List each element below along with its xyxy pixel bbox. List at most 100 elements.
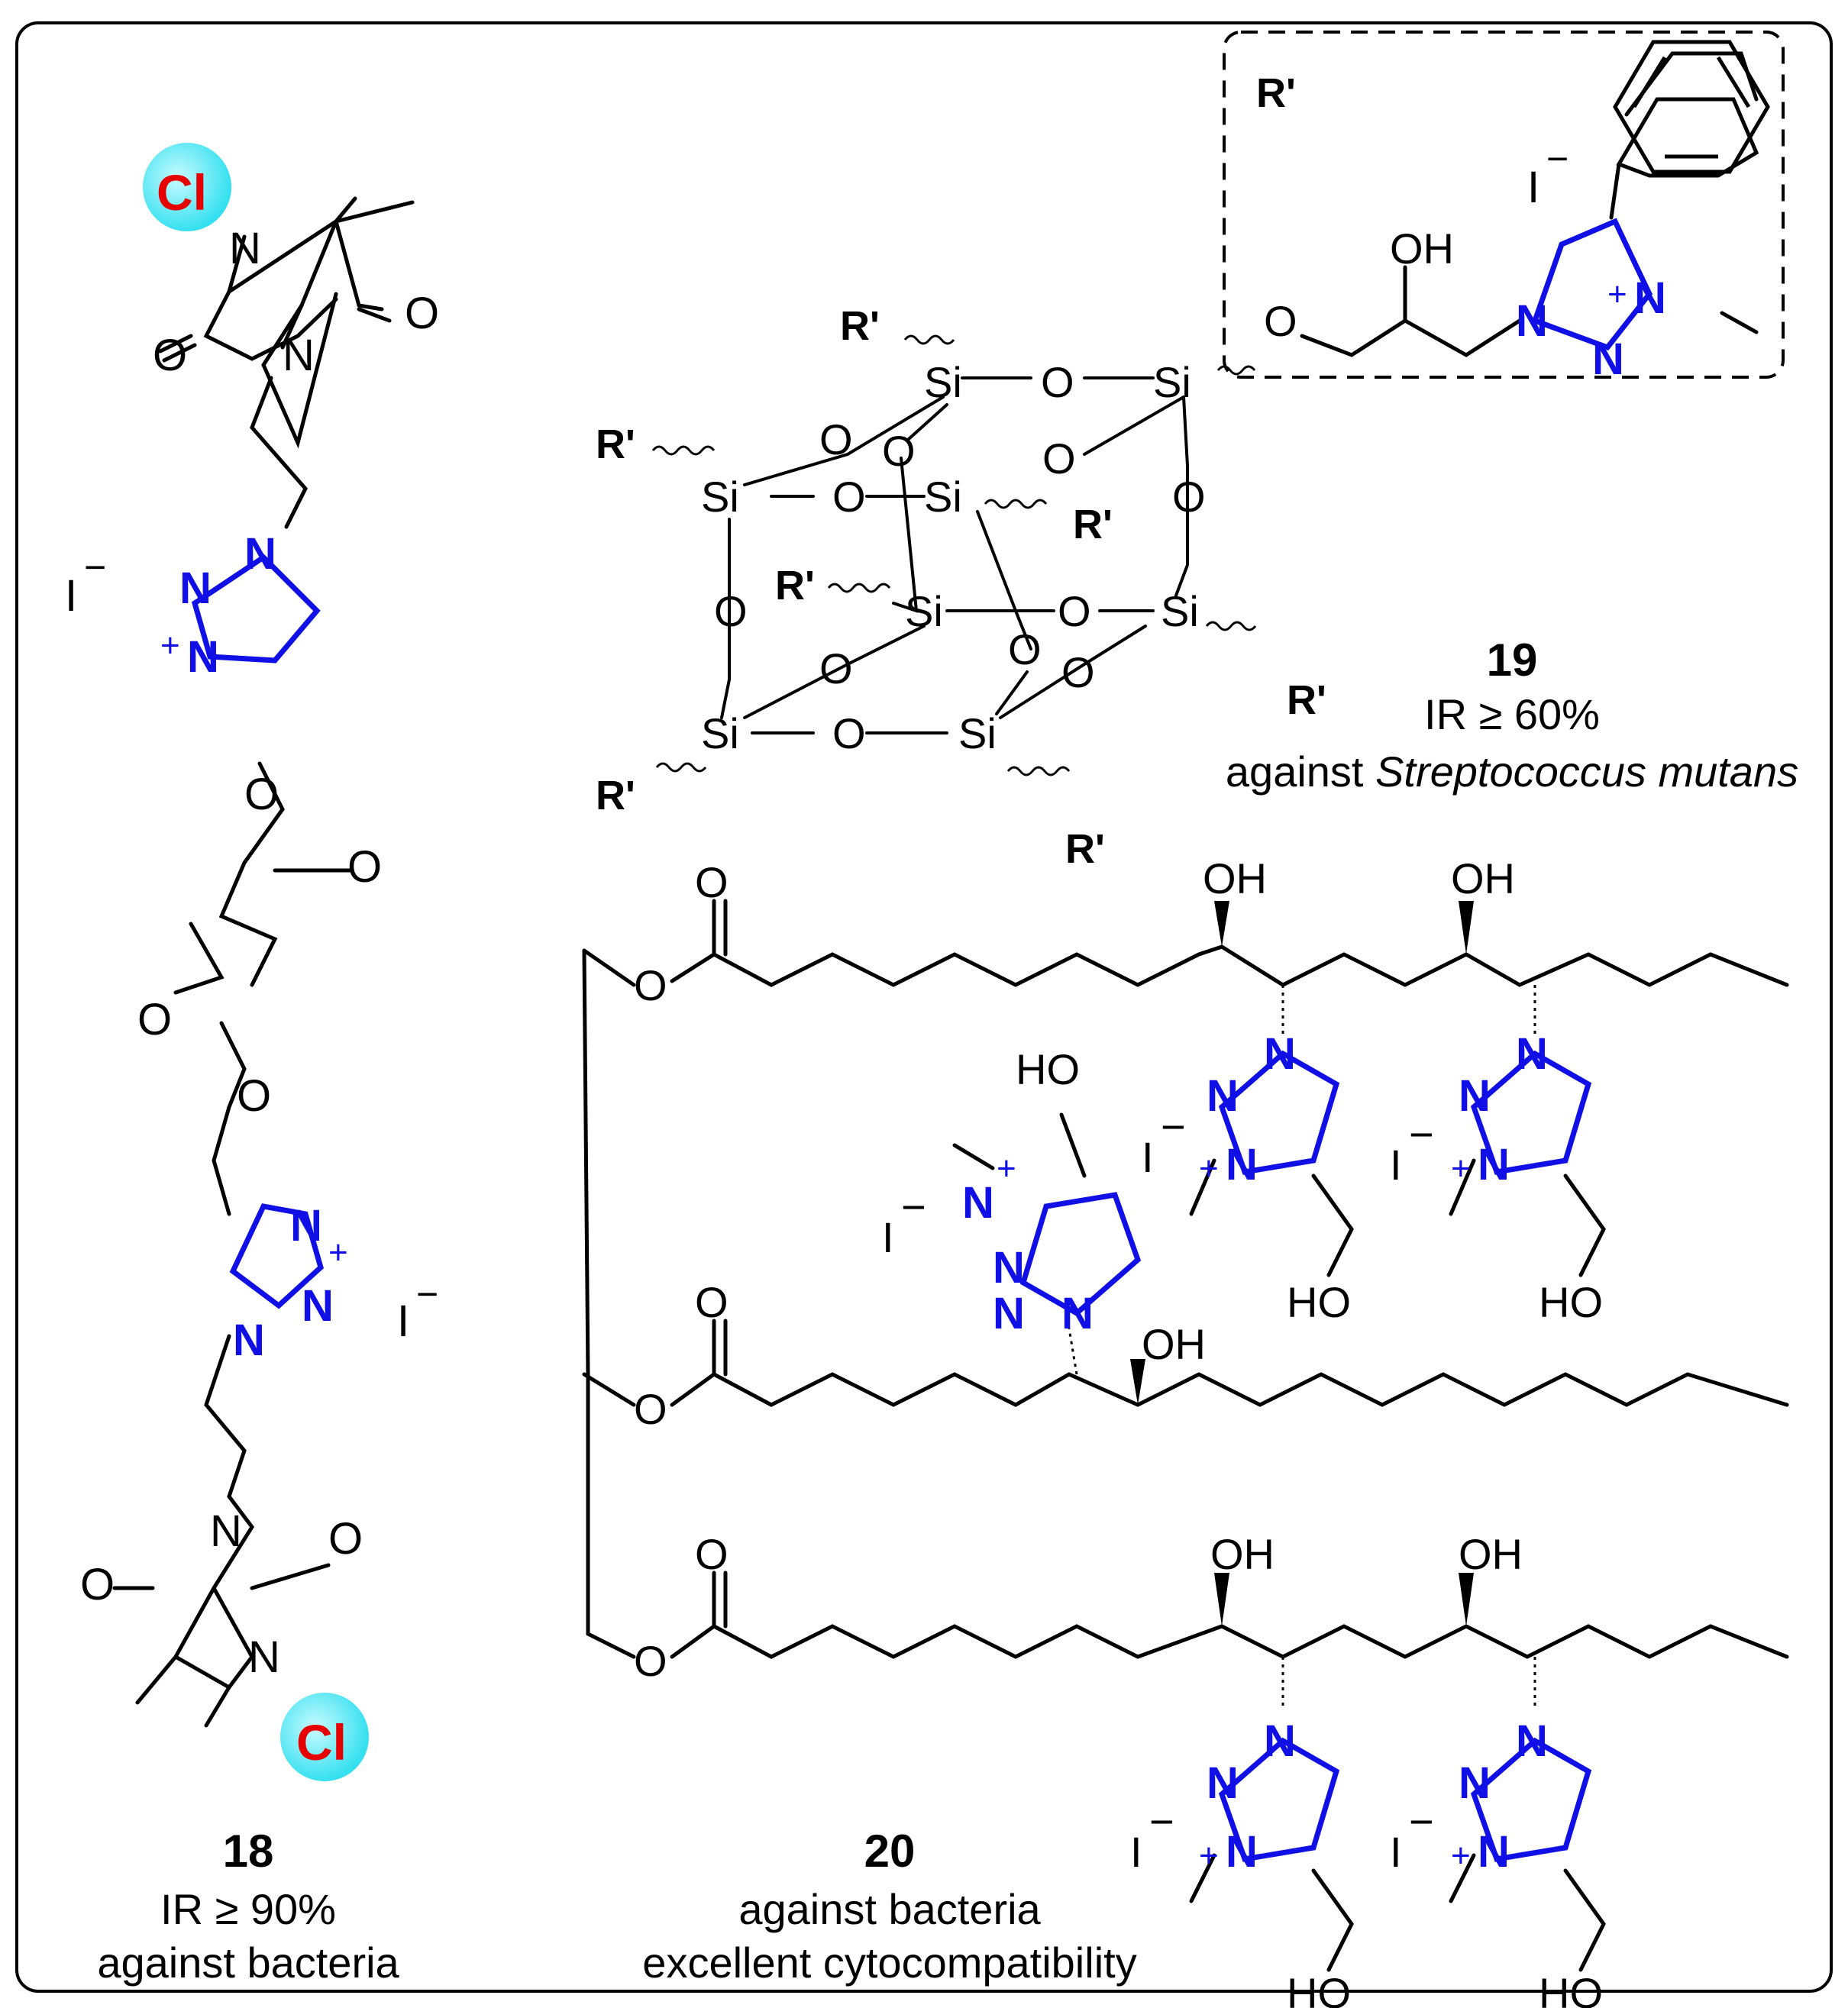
compound-19-activity: IR ≥ 60% [1424,690,1600,738]
chlorine-label-bottom: Cl [296,1714,347,1771]
oxygen-label: O [1264,297,1297,345]
hydroxymethyl-label: HO [1539,1278,1603,1326]
compound-20-line2: excellent cytocompatibility [642,1939,1136,1987]
minus-charge: − [901,1183,926,1231]
compound-19-caption: 19 IR ≥ 60% against Streptococcus mutans [1226,634,1798,796]
silicon-label: Si [924,473,962,521]
silicon-label: Si [905,587,943,635]
nitrogen-label: N [210,1506,242,1556]
oxygen-label: O [819,415,853,463]
oxygen-label: O [1041,358,1074,406]
oxygen-label: O [1042,434,1076,483]
nitrogen-label-blue: N [1459,1758,1491,1808]
nitrogen-label-blue: N [1207,1758,1239,1808]
iodide-label: I [1390,1141,1402,1189]
compound-19-r-prime-labels: R' R' R' R' R' R' R' [596,303,1326,872]
compound-19-cage-labels: Si O Si O O O Si O Si O O Si O Si O O O … [701,358,1206,757]
r-prime-definition-box [1223,31,1785,379]
compound-20-stereo-bonds [1130,901,1474,1626]
nitrogen-label-blue: N [179,563,212,613]
iodide-label: I [1130,1828,1142,1876]
minus-charge: − [1149,1797,1174,1845]
iodide-label: I [65,571,77,621]
compound-19-target-prefix: against [1226,747,1375,796]
compound-18-triazoles [191,554,324,1309]
minus-charge: − [1546,137,1569,180]
oxygen-label: O [153,331,187,380]
silicon-label: Si [924,358,962,406]
r-prime-phenyl [1613,40,1770,174]
compound-18-caption: 18 IR ≥ 90% against bacteria [97,1826,399,1987]
oxygen-label: O [1058,587,1091,635]
nitrogen-label-blue: N [1516,1716,1548,1766]
hydroxyl-label: OH [1451,854,1515,902]
iodide-label: I [882,1213,894,1261]
compound-18-structure [112,196,415,1728]
nitrogen-label-blue: N [1459,1071,1491,1121]
r-prime-label: R' [1065,826,1105,872]
chlorine-label-top: Cl [157,164,207,221]
plus-charge: + [1451,1150,1471,1187]
compound-20-hashed-bonds [1068,985,1536,1710]
hydroxyl-label: OH [1203,854,1267,902]
nitrogen-label-blue: N [1226,1140,1258,1190]
figure-frame [15,21,1833,1993]
compound-18-activity: IR ≥ 90% [160,1885,336,1933]
oxygen-label: O [80,1560,115,1609]
nitrogen-label-blue: N [1592,334,1624,384]
nitrogen-label-blue: N [233,1316,265,1365]
hydroxymethyl-label: HO [1539,1969,1603,2008]
nitrogen-label-blue: N [1226,1827,1258,1877]
plus-charge: + [1451,1837,1471,1874]
r-prime-labels: R' I − OH O N + N N [1256,70,1666,384]
oxygen-label: O [634,961,667,1009]
nitrogen-label-blue: N [187,632,219,682]
silicon-label: Si [1161,587,1199,635]
oxygen-label: O [347,842,382,892]
r-prime-label: R' [596,421,635,467]
oxygen-label: O [714,587,748,635]
oxygen-label: O [819,644,853,692]
hydroxymethyl-label: HO [1287,1278,1351,1326]
nitrogen-label-blue: N [1516,1029,1548,1079]
nitrogen-label-blue: N [244,529,276,579]
silicon-label: Si [958,709,997,757]
oxygen-label: O [832,473,866,521]
compound-20-nitrogen-labels: N N N + N N N + N + N N N N N N + N N N … [962,1029,1548,1877]
nitrogen-label-blue: N [1061,1289,1094,1338]
oxygen-label: O [634,1637,667,1685]
oxygen-label: O [695,1278,729,1326]
minus-charge: − [1409,1110,1434,1158]
nitrogen-label-blue: N [1264,1716,1296,1766]
plus-charge: + [1199,1837,1219,1874]
r-prime-label: R' [596,773,635,818]
oxygen-label: O [244,770,279,819]
compound-18-labels: Cl N O O N N N N + I − O O O O N + N N I… [65,143,439,1781]
oxygen-label: O [1008,625,1042,673]
minus-charge: − [1161,1102,1186,1151]
compound-20-labels: O O OH OH HO I − I − I − HO HO O OH O O … [634,854,1603,2008]
hydroxymethyl-label: HO [1287,1969,1351,2008]
nitrogen-label-blue: N [1516,296,1548,346]
compound-18-number: 18 [223,1826,274,1877]
oxygen-label: O [405,289,439,338]
r-prime-box-title: R' [1256,70,1296,116]
hydroxyl-label: OH [1390,224,1454,273]
oxygen-label: O [832,709,866,757]
r-prime-triazole [1531,218,1653,351]
iodide-label: I [1390,1828,1402,1876]
oxygen-label: O [1061,648,1095,696]
hydroxymethyl-label: HO [1016,1045,1080,1093]
nitrogen-label-blue: N [993,1243,1025,1293]
nitrogen-label-blue: N [962,1178,994,1228]
plus-charge: + [328,1234,348,1271]
nitrogen-label-blue: N [1207,1071,1239,1121]
silicon-label: Si [1153,358,1191,406]
plus-charge: + [160,627,180,664]
nitrogen-label: N [229,224,261,273]
compound-20-triazoles [1019,1050,1592,1862]
compound-19-target: against Streptococcus mutans [1226,747,1798,796]
nitrogen-label-blue: N [1478,1827,1510,1877]
nitrogen-label-blue: N [1634,273,1666,323]
plus-charge: + [1607,276,1627,313]
